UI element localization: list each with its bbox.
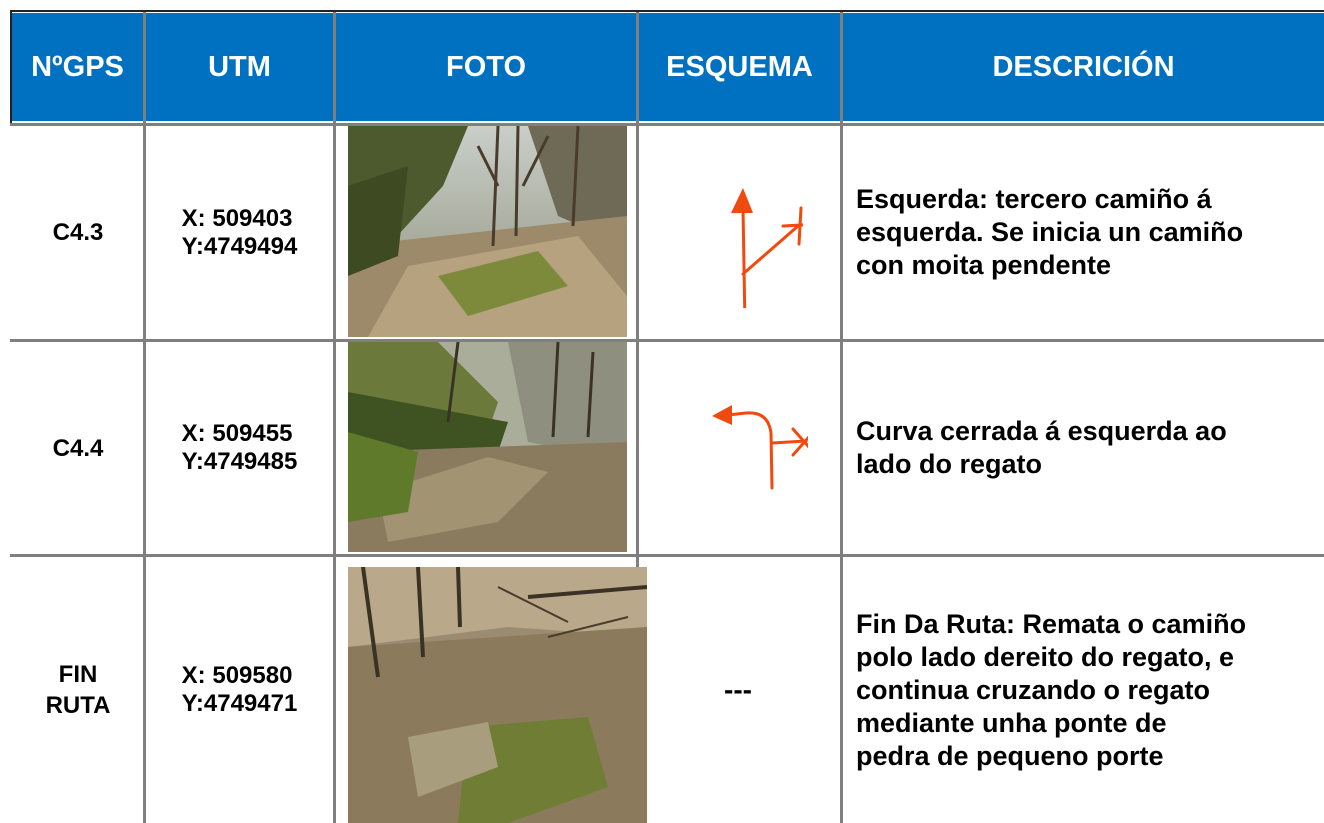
gps-cell: FIN RUTA <box>13 557 143 823</box>
trail-photo <box>348 126 627 337</box>
table-row: C4.3 X: 509403 Y:4749494 <box>0 126 1324 339</box>
table-header: NºGPS UTM FOTO ESQUEMA DESCRICIÓN <box>0 0 1324 126</box>
description-line: lado do regato <box>856 449 1043 479</box>
column-divider <box>143 12 146 823</box>
description-line: pedra de pequeno porte <box>856 740 1164 771</box>
gps-line: RUTA <box>45 692 111 719</box>
table-row: FIN RUTA X: 509580 Y:4749471 <box>0 557 1324 823</box>
description-cell: Curva cerrada á esquerda ao lado do rega… <box>856 342 1324 554</box>
header-foto: FOTO <box>336 13 636 121</box>
description-line: continua cruzando o regato <box>856 674 1211 705</box>
description-line: Curva cerrada á esquerda ao <box>856 416 1227 446</box>
utm-cell: X: 509455 Y:4749485 <box>146 342 333 554</box>
utm-cell: X: 509403 Y:4749494 <box>146 126 333 339</box>
utm-x: X: 509455 <box>181 420 293 447</box>
header-utm: UTM <box>146 13 333 121</box>
description-cell: Esquerda: tercero camiño á esquerda. Se … <box>856 126 1324 339</box>
description-line: Esquerda: tercero camiño á <box>856 184 1212 214</box>
table-top-border <box>10 10 1324 12</box>
utm-cell: X: 509580 Y:4749471 <box>146 557 333 823</box>
column-divider <box>333 12 336 823</box>
column-divider <box>840 12 843 823</box>
gps-cell: C4.3 <box>52 219 104 246</box>
header-esquema: ESQUEMA <box>639 13 840 121</box>
description-line: polo lado dereito do regato, e <box>856 641 1235 672</box>
utm-x: X: 509580 <box>181 662 293 689</box>
header-gps: NºGPS <box>12 13 143 121</box>
esquema-cell: --- <box>724 674 752 705</box>
utm-y: Y:4749494 <box>181 232 298 260</box>
junction-arrow-up-left-branch-crossed-icon <box>731 187 803 308</box>
utm-y: Y:4749485 <box>181 448 298 475</box>
trail-photo <box>348 342 627 552</box>
utm-y: Y:4749471 <box>181 690 298 717</box>
table-row: C4.4 X: 509455 Y:4749485 <box>0 342 1324 554</box>
esquema-cell <box>636 342 840 554</box>
row-divider <box>10 554 1324 557</box>
gps-cell: C4.4 <box>52 434 104 462</box>
esquema-cell <box>636 126 840 339</box>
description-line: mediante unha ponte de <box>856 707 1167 738</box>
column-divider <box>636 12 639 823</box>
row-divider <box>10 339 1324 342</box>
description-cell: Fin Da Ruta: Remata o camiño polo lado d… <box>856 557 1324 823</box>
gps-line: FIN <box>58 661 98 688</box>
utm-x: X: 509403 <box>181 204 293 232</box>
curve-left-arrow-right-crossed-icon <box>712 405 808 490</box>
header-descricion: DESCRICIÓN <box>843 13 1324 121</box>
description-line: con moita pendente <box>856 250 1112 280</box>
description-line: Fin Da Ruta: Remata o camiño <box>856 608 1247 639</box>
table-left-border <box>10 10 12 126</box>
row-divider <box>10 123 1324 126</box>
description-line: esquerda. Se inicia un camiño <box>856 217 1244 247</box>
trail-photo <box>348 567 647 823</box>
